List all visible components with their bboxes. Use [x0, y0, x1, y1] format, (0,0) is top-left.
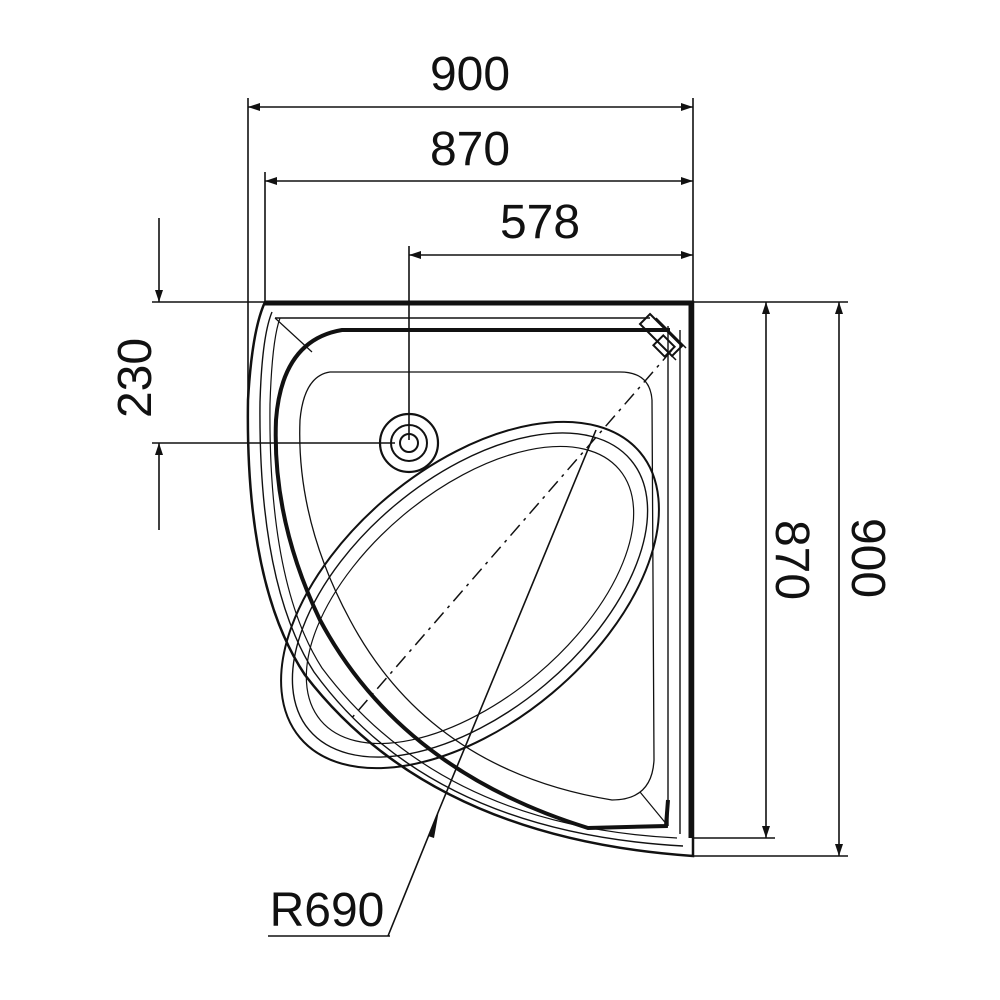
drain [378, 412, 440, 474]
drain-outer-ring [378, 412, 440, 474]
basin-ellipse [280, 420, 660, 770]
dimension-label-drain-x: 578 [500, 196, 580, 249]
basin-ellipse [305, 445, 635, 745]
radius-callout: R690 [268, 429, 597, 937]
dimension-height-inner: 870 [693, 301, 848, 839]
drain-middle-ring [390, 424, 428, 462]
basin-outline [273, 328, 670, 831]
dimension-height-outer: 900 [693, 302, 894, 857]
dimension-label-drain-y: 230 [109, 338, 162, 418]
basin-floor [299, 371, 655, 801]
drain-center [399, 433, 419, 453]
dimension-drain-y: 230 [109, 218, 395, 530]
corner-valve [638, 312, 687, 361]
tray-outer-rim [246, 300, 695, 858]
dimension-label-height-inner: 870 [765, 520, 818, 600]
basin-ellipse [291, 432, 649, 758]
dimension-label-height-outer: 900 [841, 518, 894, 598]
corner-bevel [639, 791, 669, 827]
tray-rim-line [259, 311, 684, 847]
dimension-width-outer: 900 [247, 48, 694, 400]
dimension-width-inner: 870 [264, 123, 693, 302]
radius-label: R690 [270, 884, 385, 937]
center-line [349, 349, 673, 721]
dimension-drain-x: 578 [408, 196, 693, 440]
shower-tray [246, 300, 695, 858]
radius-leader [436, 429, 597, 816]
dimension-label-width-outer: 900 [430, 48, 510, 101]
dimension-label-width-inner: 870 [430, 123, 510, 176]
tray-rim-line [269, 317, 678, 839]
radius-arrow [428, 810, 439, 838]
